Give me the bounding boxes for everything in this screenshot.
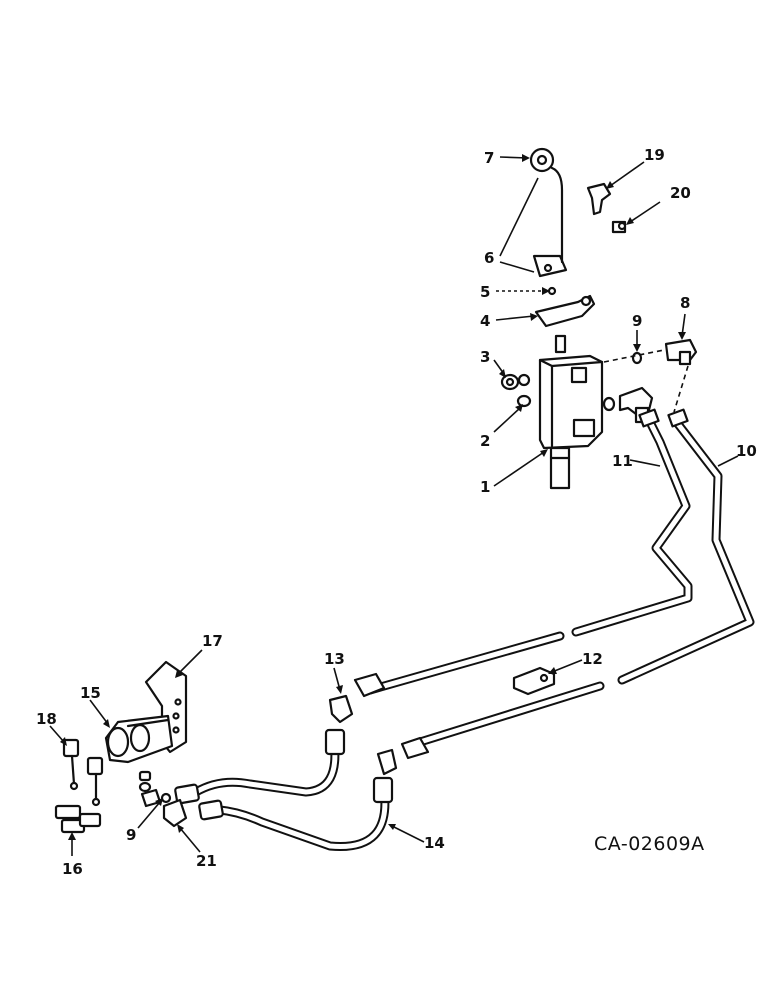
callout-4: 4 (480, 312, 490, 330)
leader-lines (49, 154, 739, 856)
coupler-18 (62, 738, 104, 807)
callout-6: 6 (484, 249, 494, 267)
hose-14 (174, 728, 394, 852)
callout-2: 2 (480, 432, 490, 450)
adapters-16 (54, 804, 102, 834)
callout-9-lower: 9 (126, 826, 136, 844)
elbow-fitting-13 (328, 672, 430, 776)
callout-10: 10 (736, 442, 757, 460)
fitting-21 (138, 770, 188, 828)
callout-labels: 1 2 3 4 5 6 7 8 9 9 10 11 12 13 14 15 16… (36, 146, 757, 878)
clip-and-nut (586, 182, 627, 234)
callout-17: 17 (202, 632, 223, 650)
callout-12: 12 (582, 650, 603, 668)
callout-11: 11 (612, 452, 633, 470)
control-valve (500, 286, 698, 490)
callout-1: 1 (480, 478, 490, 496)
callout-8: 8 (680, 294, 690, 312)
tube-clamp (512, 666, 556, 696)
callout-9-upper: 9 (632, 312, 642, 330)
callout-16: 16 (62, 860, 83, 878)
bracket-17 (144, 660, 188, 754)
steel-tube-11 (365, 408, 693, 695)
steel-tube-10 (415, 408, 755, 747)
callout-21: 21 (196, 852, 217, 870)
callout-3: 3 (480, 348, 490, 366)
valve-block-15 (104, 714, 174, 764)
drawing-code: CA-02609A (594, 833, 705, 855)
lever-assembly (529, 147, 568, 278)
callout-18: 18 (36, 710, 57, 728)
callout-13: 13 (324, 650, 345, 668)
callout-19: 19 (644, 146, 665, 164)
callout-14: 14 (424, 834, 445, 852)
callout-20: 20 (670, 184, 691, 202)
callout-7: 7 (484, 149, 494, 167)
callout-5: 5 (480, 283, 490, 301)
callout-15: 15 (80, 684, 101, 702)
